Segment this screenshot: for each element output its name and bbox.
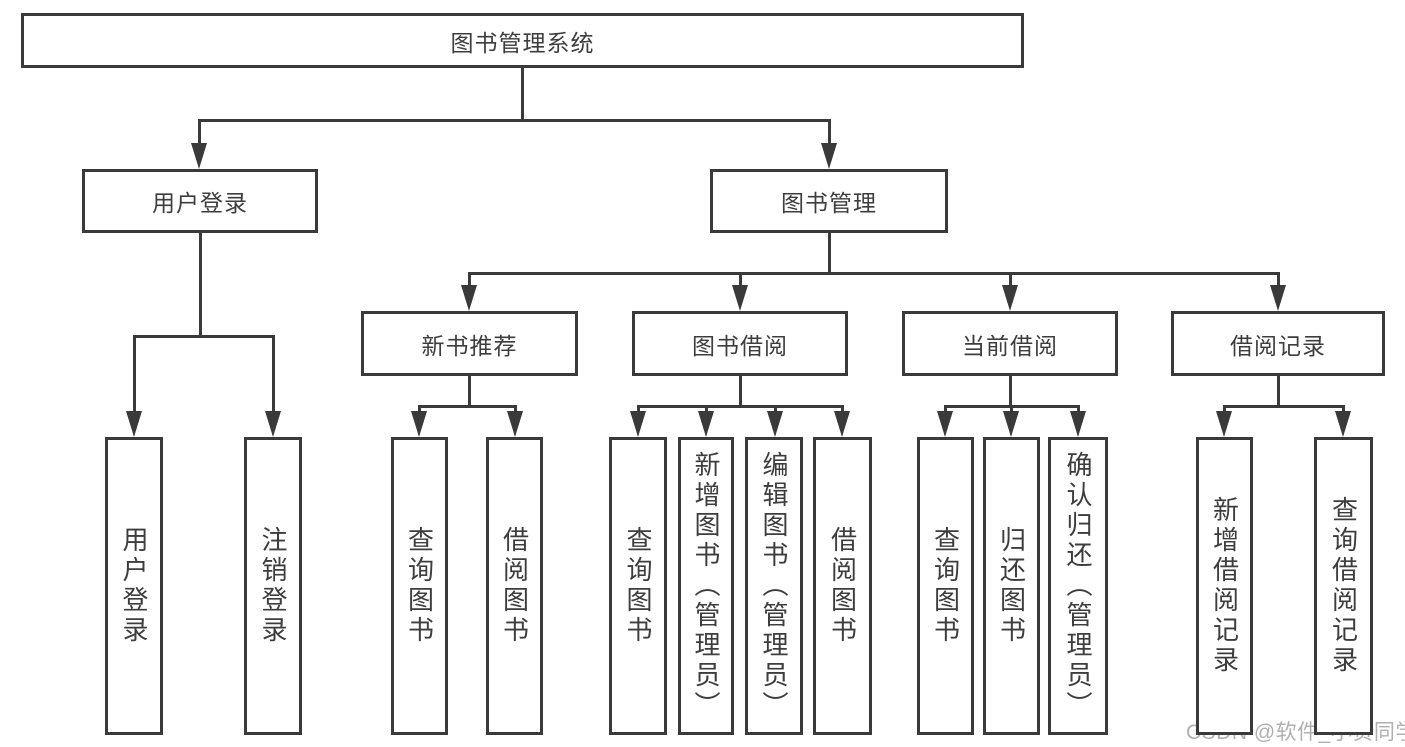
node-user-login: 用户登录 — [82, 169, 318, 233]
connector-line — [1222, 406, 1226, 411]
connector-line — [1276, 273, 1280, 285]
connector-line — [467, 273, 471, 285]
arrowhead-icon — [1070, 411, 1086, 437]
arrowhead-icon — [507, 411, 523, 437]
node-leaf-add-book-admin: 新增图书（管理员） — [678, 437, 734, 735]
connector-line — [417, 404, 517, 408]
connector-line — [417, 406, 421, 411]
connector-line — [827, 120, 831, 143]
arrowhead-icon — [1002, 285, 1018, 311]
connector-line — [827, 233, 831, 273]
node-leaf-user-login: 用户登录 — [105, 437, 163, 735]
node-leaf-confirm-return-admin: 确认归还（管理员） — [1048, 437, 1108, 735]
connector-line — [943, 406, 947, 411]
connector-line — [132, 334, 275, 338]
connector-line — [738, 376, 742, 406]
arrowhead-icon — [1003, 411, 1019, 437]
connector-line — [704, 406, 708, 411]
node-label: 查询图书 — [404, 526, 435, 646]
node-label: 图书借阅 — [692, 332, 788, 359]
node-label: 用户登录 — [119, 526, 149, 646]
node-label: 图书管理 — [781, 190, 877, 216]
node-new-book-recommend: 新书推荐 — [361, 311, 578, 376]
node-book-management: 图书管理 — [710, 169, 948, 233]
node-leaf-query-book-b: 查询图书 — [609, 437, 667, 735]
node-label: 确认归还（管理员） — [1063, 451, 1093, 721]
connector-line — [198, 233, 202, 336]
node-label: 图书管理系统 — [450, 29, 595, 56]
arrowhead-icon — [461, 285, 477, 311]
node-label: 查询图书 — [930, 526, 961, 646]
arrowhead-icon — [767, 411, 783, 437]
connector-line — [773, 406, 777, 411]
arrowhead-icon — [821, 143, 837, 169]
connector-line — [197, 118, 831, 122]
node-label: 新书推荐 — [421, 332, 518, 359]
arrowhead-icon — [126, 411, 142, 437]
connector-line — [1076, 406, 1080, 411]
node-label: 查询图书 — [623, 526, 653, 646]
node-leaf-borrow-book-b: 借阅图书 — [813, 437, 872, 735]
node-label: 归还图书 — [996, 526, 1027, 646]
arrowhead-icon — [191, 143, 207, 169]
arrowhead-icon — [937, 411, 953, 437]
node-borrowing-records: 借阅记录 — [1171, 311, 1385, 376]
connector-line — [520, 68, 524, 120]
node-label: 编辑图书（管理员） — [759, 451, 789, 721]
connector-line — [840, 406, 844, 411]
arrowhead-icon — [265, 411, 281, 437]
node-label: 借阅记录 — [1230, 332, 1326, 359]
arrowhead-icon — [630, 411, 646, 437]
arrowhead-icon — [411, 411, 427, 437]
arrowhead-icon — [698, 411, 714, 437]
arrowhead-icon — [1216, 411, 1232, 437]
node-current-borrowing: 当前借阅 — [902, 311, 1118, 376]
node-label: 用户登录 — [152, 190, 248, 216]
connector-line — [636, 406, 640, 411]
node-leaf-query-book-c: 查询图书 — [917, 437, 974, 735]
node-label: 借阅图书 — [499, 526, 530, 646]
arrowhead-icon — [1335, 411, 1351, 437]
node-leaf-query-book-a: 查询图书 — [391, 437, 448, 735]
connector-line — [636, 404, 844, 408]
node-label: 新增图书（管理员） — [691, 451, 721, 721]
node-label: 新增借阅记录 — [1209, 496, 1240, 676]
node-book-borrowing: 图书借阅 — [632, 311, 848, 376]
node-label: 借阅图书 — [827, 526, 858, 646]
connector-line — [1008, 273, 1012, 285]
connector-line — [467, 271, 1280, 275]
arrowhead-icon — [834, 411, 850, 437]
node-root: 图书管理系统 — [21, 13, 1024, 68]
node-leaf-add-borrow-record: 新增借阅记录 — [1196, 437, 1253, 735]
connector-line — [197, 120, 201, 143]
node-label: 查询借阅记录 — [1328, 496, 1359, 676]
connector-line — [467, 376, 471, 406]
node-leaf-query-borrow-record: 查询借阅记录 — [1314, 437, 1373, 735]
node-leaf-return-book: 归还图书 — [983, 437, 1040, 735]
connector-line — [738, 273, 742, 285]
connector-line — [271, 336, 275, 411]
connector-line — [1276, 376, 1280, 406]
node-leaf-borrow-book-a: 借阅图书 — [486, 437, 543, 735]
connector-line — [132, 336, 136, 411]
arrowhead-icon — [732, 285, 748, 311]
node-leaf-edit-book-admin: 编辑图书（管理员） — [745, 437, 803, 735]
node-label: 注销登录 — [258, 526, 288, 646]
arrowhead-icon — [1270, 285, 1286, 311]
connector-line — [1341, 406, 1345, 411]
connector-line — [1222, 404, 1345, 408]
connector-line — [513, 406, 517, 411]
connector-line — [1008, 376, 1012, 406]
node-leaf-logout: 注销登录 — [244, 437, 302, 735]
connector-line — [1009, 406, 1013, 411]
node-label: 当前借阅 — [962, 332, 1058, 359]
